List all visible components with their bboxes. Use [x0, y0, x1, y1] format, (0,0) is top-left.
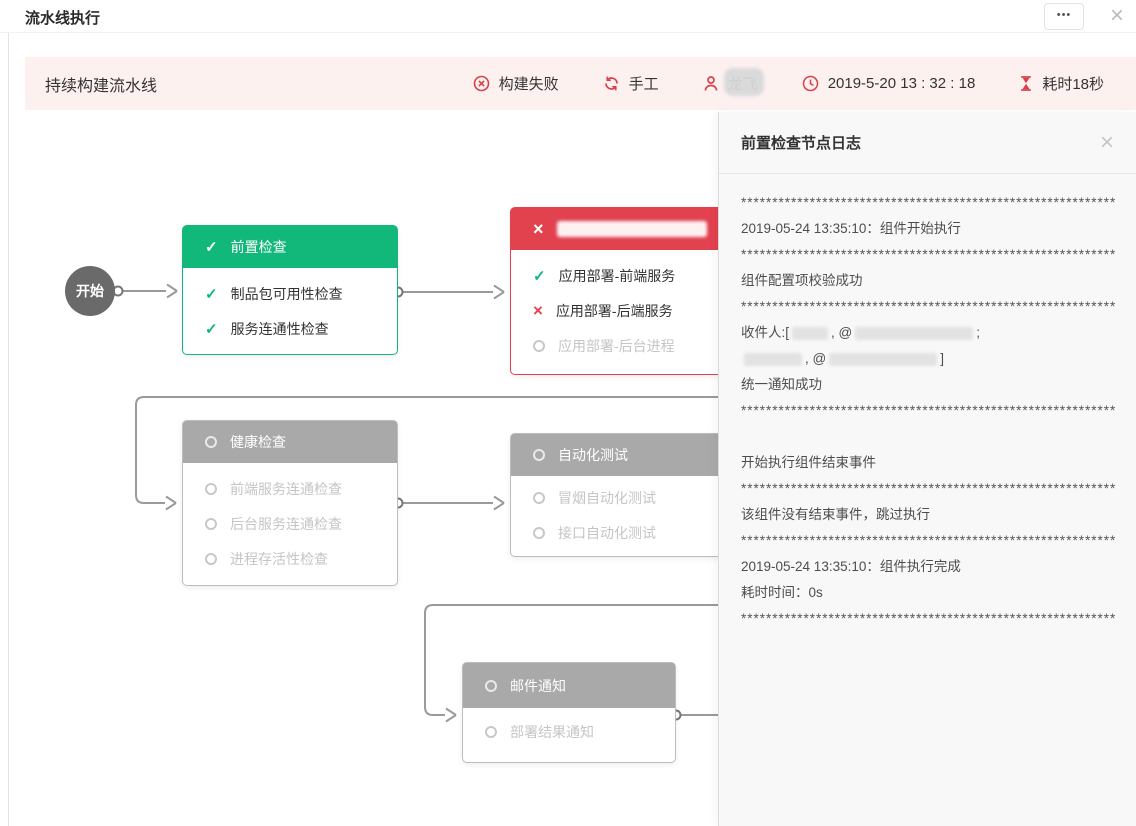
build-status: 构建失败 [473, 73, 559, 94]
title-bar: 流水线执行 ••• × [0, 0, 1136, 33]
page-left-divider [8, 33, 9, 826]
executor: 龙飞 [703, 68, 764, 96]
log-line: ****************************************… [741, 195, 1117, 210]
check-icon: ✓ [205, 320, 218, 338]
log-line: ****************************************… [741, 533, 1117, 548]
redaction-blur [829, 352, 938, 366]
flow-node-precheck[interactable]: ✓ 前置检查 ✓ 制品包可用性检查 ✓ 服务连通性检查 [182, 225, 398, 355]
node-step: × 应用部署-后端服务 [533, 300, 673, 320]
log-line: ****************************************… [741, 247, 1117, 262]
log-body: ****************************************… [719, 174, 1136, 632]
pending-icon [205, 436, 217, 448]
log-line: 耗时时间：0s [741, 585, 823, 600]
pipeline-name: 持续构建流水线 [45, 77, 158, 95]
log-line: 统一通知成功 [741, 377, 822, 392]
cross-icon: × [533, 218, 544, 239]
log-line: 该组件没有结束事件，跳过执行 [741, 507, 930, 522]
flow-node-healthcheck[interactable]: 健康检查 前端服务连通检查 后台服务连通检查 进程存活性检查 [182, 420, 398, 586]
trigger-mode: 手工 [603, 73, 659, 94]
pending-icon [205, 482, 217, 495]
node-header: 健康检查 [183, 421, 397, 463]
node-log-panel: 前置检查节点日志 × *****************************… [718, 112, 1136, 826]
node-step: 应用部署-后台进程 [511, 328, 739, 363]
duration: 耗时18秒 [1019, 73, 1104, 94]
node-step: 部署结果通知 [463, 714, 675, 749]
duration-icon [1019, 75, 1033, 92]
more-icon: ••• [1056, 9, 1072, 21]
pending-icon [485, 679, 497, 692]
log-close-icon[interactable]: × [1099, 128, 1114, 156]
redaction-blur [744, 352, 802, 366]
node-step: 进程存活性检查 [183, 541, 397, 576]
status-items: 构建失败 手工 龙飞 [473, 68, 1104, 96]
node-step: 冒烟自动化测试 [511, 480, 739, 515]
duration-label: 耗时18秒 [1042, 76, 1104, 93]
pending-icon [533, 449, 545, 461]
node-step: 前端服务连通检查 [183, 471, 397, 506]
log-line: ****************************************… [741, 611, 1117, 626]
node-body: 前端服务连通检查 后台服务连通检查 进程存活性检查 [183, 463, 397, 576]
node-header: 自动化测试 [511, 434, 739, 476]
log-line: 组件配置项校验成功 [741, 273, 863, 288]
node-body: ✓ 应用部署-前端服务 × 应用部署-后端服务 应用部署-后台进程 [511, 250, 739, 363]
node-body: ✓ 制品包可用性检查 ✓ 服务连通性检查 [183, 268, 397, 346]
node-step: 后台服务连通检查 [183, 506, 397, 541]
pending-icon [205, 517, 217, 530]
log-line: ****************************************… [741, 481, 1117, 496]
log-line-recipients: , @] [741, 346, 1130, 372]
node-title-redacted [556, 221, 707, 237]
manual-trigger-icon [603, 75, 620, 92]
window-close-icon[interactable]: × [1109, 2, 1124, 29]
log-panel-header: 前置检查节点日志 × [719, 112, 1136, 174]
build-status-label: 构建失败 [498, 76, 559, 93]
build-failed-icon [473, 75, 490, 92]
start-time: 2019-5-20 13 : 32 : 18 [802, 75, 976, 92]
node-header: × [511, 208, 739, 250]
log-line: ****************************************… [741, 403, 1117, 418]
node-header: ✓ 前置检查 [183, 226, 397, 268]
log-panel-title: 前置检查节点日志 [741, 135, 862, 152]
start-node: 开始 [65, 266, 115, 316]
node-step: ✓ 服务连通性检查 [205, 320, 329, 338]
log-line-blank [741, 424, 1130, 450]
node-title: 自动化测试 [558, 447, 628, 463]
log-line: ****************************************… [741, 299, 1117, 314]
start-time-label: 2019-5-20 13 : 32 : 18 [827, 75, 976, 92]
node-step: ✓ 制品包可用性检查 [205, 285, 343, 303]
page-title: 流水线执行 [25, 10, 101, 27]
node-step: 接口自动化测试 [511, 515, 739, 550]
node-step: ✓ 应用部署-前端服务 [533, 267, 676, 285]
log-line: 开始执行组件结束事件 [741, 455, 876, 470]
more-button[interactable]: ••• [1044, 3, 1084, 30]
check-icon: ✓ [205, 285, 218, 303]
executor-name: 龙飞 [723, 68, 764, 96]
log-line-recipients: 收件人:[, @; [741, 325, 980, 340]
pending-icon [533, 491, 545, 504]
redaction-blur [855, 326, 974, 340]
user-icon [703, 75, 719, 92]
trigger-mode-label: 手工 [628, 76, 659, 93]
check-icon: ✓ [205, 239, 218, 256]
redaction-blur [723, 68, 764, 96]
flow-node-deploy[interactable]: × ✓ 应用部署-前端服务 × 应用部署-后端服务 应用部署-后台进程 [510, 207, 740, 375]
log-line: 2019-05-24 13:35:10：组件执行完成 [741, 559, 961, 574]
log-line: 2019-05-24 13:35:10：组件开始执行 [741, 221, 961, 236]
node-title: 健康检查 [230, 434, 286, 450]
check-icon: ✓ [533, 267, 546, 285]
cross-icon: × [533, 300, 543, 320]
node-body: 冒烟自动化测试 接口自动化测试 [511, 476, 739, 550]
pending-icon [533, 339, 545, 352]
pending-icon [205, 552, 217, 565]
pipeline-status-bar: 持续构建流水线 构建失败 手工 龙飞 [25, 57, 1136, 110]
redaction-blur [792, 326, 829, 340]
node-body: 部署结果通知 [463, 708, 675, 749]
pending-icon [485, 725, 497, 738]
node-title: 邮件通知 [510, 677, 566, 694]
pending-icon [533, 526, 545, 539]
flow-node-mail[interactable]: 邮件通知 部署结果通知 [462, 662, 676, 763]
clock-icon [802, 75, 819, 92]
node-title: 前置检查 [230, 239, 287, 255]
node-header: 邮件通知 [463, 663, 675, 708]
flow-node-autotest[interactable]: 自动化测试 冒烟自动化测试 接口自动化测试 [510, 433, 740, 557]
